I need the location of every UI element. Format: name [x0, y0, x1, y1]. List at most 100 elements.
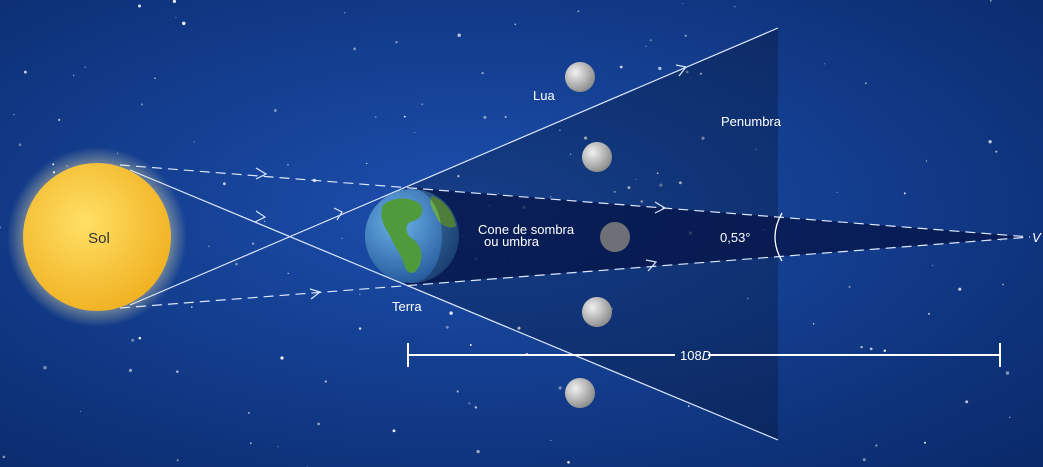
star [864, 82, 867, 85]
star [988, 140, 992, 144]
star [456, 390, 459, 393]
star [223, 182, 226, 186]
star [251, 242, 255, 245]
star [457, 175, 460, 178]
star [358, 327, 362, 330]
star [687, 405, 690, 407]
moon [582, 297, 612, 327]
star [13, 113, 15, 116]
star [207, 245, 210, 248]
star [1009, 416, 1011, 419]
star [469, 344, 472, 346]
star [746, 297, 749, 300]
vertex-label: V [1032, 230, 1042, 245]
moon [600, 222, 630, 252]
star [699, 72, 703, 76]
star [924, 441, 926, 444]
star [414, 132, 416, 133]
star [862, 458, 866, 462]
star [640, 200, 643, 203]
star [273, 109, 277, 112]
star [558, 386, 562, 390]
star [235, 262, 238, 266]
arrow-icon [255, 167, 268, 180]
star [931, 264, 934, 267]
earth-shadow [412, 189, 459, 283]
star [263, 220, 266, 223]
star [476, 449, 480, 454]
star [627, 186, 631, 190]
star [928, 312, 930, 315]
umbra-cone [405, 187, 1030, 285]
star [341, 237, 343, 239]
star [193, 141, 195, 143]
star [247, 411, 251, 415]
star [613, 191, 616, 193]
star [684, 34, 687, 37]
star [449, 311, 453, 315]
ray-solid-upper [129, 169, 779, 441]
star [504, 115, 507, 119]
star [1005, 371, 1010, 375]
moon [582, 142, 612, 172]
star [483, 115, 487, 119]
star [656, 172, 659, 174]
star [645, 45, 647, 48]
star [182, 21, 186, 26]
star [43, 365, 47, 370]
star [619, 65, 623, 69]
star [392, 429, 396, 433]
star [154, 77, 156, 80]
star [701, 136, 705, 140]
star [421, 103, 424, 106]
star [734, 6, 736, 8]
star [514, 23, 517, 26]
star [958, 287, 962, 291]
star [58, 118, 61, 122]
star [72, 74, 75, 77]
star [138, 336, 142, 340]
star [755, 148, 757, 150]
star [823, 63, 826, 65]
star [131, 338, 135, 342]
star [550, 196, 552, 198]
star [277, 446, 279, 448]
star [995, 150, 998, 153]
star [812, 322, 815, 325]
star [481, 71, 484, 75]
star [567, 460, 570, 464]
star [848, 285, 851, 289]
star [287, 272, 289, 275]
star [395, 41, 398, 44]
star [989, 0, 992, 2]
earth-label: Terra [392, 299, 422, 314]
star [176, 370, 179, 373]
star [577, 10, 580, 13]
star [474, 406, 478, 409]
star [883, 349, 887, 352]
star [875, 444, 878, 447]
star [659, 183, 663, 187]
star [175, 16, 177, 19]
star [374, 116, 377, 118]
star [176, 459, 179, 462]
star [18, 143, 22, 146]
distance-unit: D [702, 348, 711, 363]
star [128, 368, 133, 373]
arrow-icon [654, 201, 667, 214]
moons [565, 62, 630, 408]
star [172, 0, 176, 3]
star [140, 103, 143, 106]
earth-land-east [430, 196, 456, 228]
star [965, 400, 969, 404]
ray-dashed-upper [119, 164, 1031, 238]
angle-arc [774, 212, 783, 262]
star [403, 115, 406, 118]
distance-number: 108 [680, 348, 702, 363]
star [138, 4, 141, 8]
star [84, 66, 86, 68]
moon [565, 378, 595, 408]
arrow-icon [333, 207, 343, 221]
star [457, 33, 461, 37]
star [685, 70, 689, 74]
